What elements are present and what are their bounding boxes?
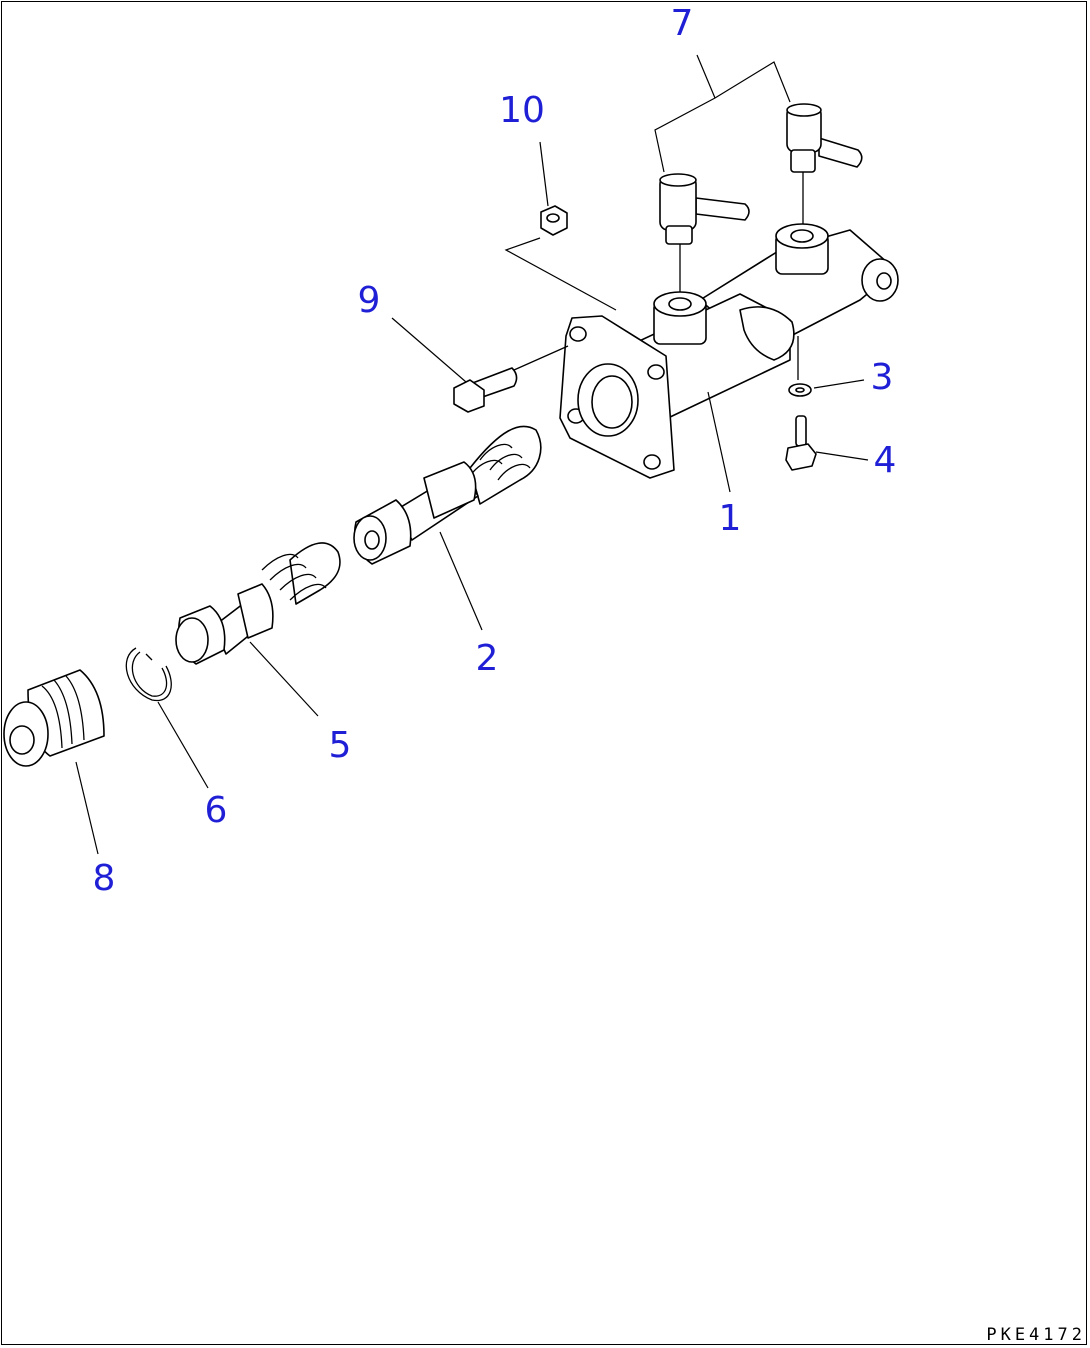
part-4-bleeder-screw (785, 415, 817, 471)
callout-8: 8 (93, 858, 116, 899)
callout-7: 7 (671, 3, 694, 44)
part-2-piston (353, 425, 542, 565)
part-5-piston (175, 542, 341, 665)
callout-4: 4 (874, 440, 897, 481)
part-3-washer (788, 336, 812, 397)
callout-6: 6 (205, 790, 228, 831)
part-6-snap-ring (125, 647, 172, 702)
part-10-nut (540, 205, 568, 236)
part-10-stud-line (504, 237, 617, 311)
part-1-cylinder-body (559, 223, 899, 479)
drawing-code: PKE4172 (986, 1325, 1086, 1345)
part-10-leader (539, 141, 549, 207)
callout-5: 5 (329, 725, 352, 766)
callout-2: 2 (476, 638, 499, 679)
callout-3: 3 (871, 357, 894, 398)
callout-1: 1 (719, 498, 742, 539)
part-9-bolt (453, 345, 569, 413)
callout-10: 10 (499, 90, 545, 131)
part-7-leader (654, 61, 791, 173)
part-8-boot (3, 669, 105, 767)
part-7-fitting-left (659, 173, 750, 292)
callout-9: 9 (358, 280, 381, 321)
part-7-fitting-right (786, 103, 863, 224)
